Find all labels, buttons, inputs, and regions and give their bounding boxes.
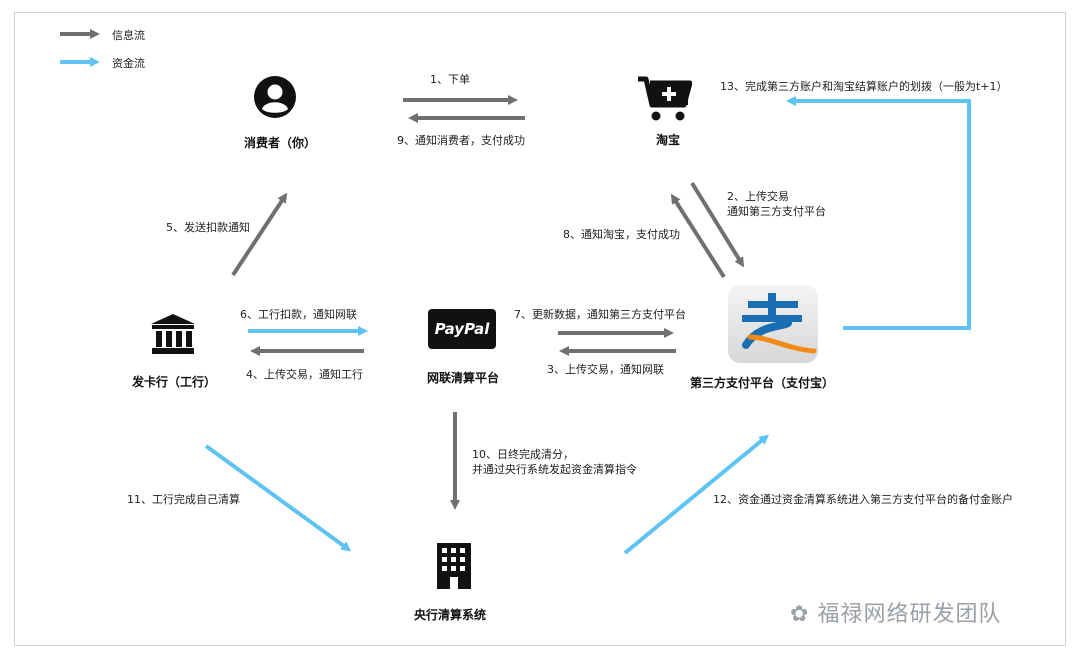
arrow-step-13 xyxy=(786,96,971,330)
step-2-label-line1: 2、上传交易 xyxy=(727,190,789,203)
arrow-step-2 xyxy=(690,181,745,268)
step-7-label: 7、更新数据，通知第三方支付平台 xyxy=(514,308,686,321)
step-6-label: 6、工行扣款，通知网联 xyxy=(240,308,357,321)
node-alipay-label: 第三方支付平台（支付宝） xyxy=(690,376,835,390)
alipay-logo xyxy=(728,285,818,363)
step-10-label-line1: 10、日终完成清分， xyxy=(472,448,574,461)
step-11-label: 11、工行完成自己清算 xyxy=(127,493,240,506)
arrow-step-11 xyxy=(204,444,352,552)
step-2-label-line2: 通知第三方支付平台 xyxy=(727,205,826,218)
arrow-step-8 xyxy=(670,193,726,279)
step-8-label: 8、通知淘宝，支付成功 xyxy=(563,228,680,241)
node-bank-label: 发卡行（工行） xyxy=(132,375,217,389)
arrow-step-5 xyxy=(231,192,288,277)
legend-money-label: 资金流 xyxy=(112,57,145,70)
legend-info-label: 信息流 xyxy=(112,29,145,42)
alipay-glyph-icon xyxy=(742,293,817,354)
step-10-label-line2: 并通过央行系统发起资金清算指令 xyxy=(472,463,637,476)
step-13-label: 13、完成第三方账户和淘宝结算账户的划拨（一般为t+1） xyxy=(720,80,1008,93)
wechat-icon: ✿ xyxy=(790,602,818,627)
node-consumer-label: 消费者（你） xyxy=(244,136,317,150)
step-12-label: 12、资金通过资金清算系统进入第三方支付平台的备付金账户 xyxy=(713,493,1013,506)
shopping-cart-icon xyxy=(638,76,692,121)
step-5-label: 5、发送扣款通知 xyxy=(166,221,250,234)
bank-building-icon xyxy=(151,314,195,354)
step-1-label: 1、下单 xyxy=(430,73,470,86)
paypal-logo: PayPal xyxy=(428,309,496,349)
user-circle-icon xyxy=(254,76,296,118)
watermark-text: 福禄网络研发团队 xyxy=(817,602,1002,627)
step-3-label: 3、上传交易，通知网联 xyxy=(547,363,664,376)
watermark: ✿ 福禄网络研发团队 xyxy=(790,596,1001,628)
arrow-step-12 xyxy=(623,434,770,555)
node-unionpay-label: 网联清算平台 xyxy=(427,371,500,385)
step-9-label: 9、通知消费者，支付成功 xyxy=(397,134,525,147)
diagram-frame xyxy=(14,12,1066,646)
node-taobao-label: 淘宝 xyxy=(656,133,681,147)
office-building-icon xyxy=(437,543,471,589)
step-4-label: 4、上传交易，通知工行 xyxy=(246,368,363,381)
node-central-bank-label: 央行清算系统 xyxy=(414,608,487,622)
